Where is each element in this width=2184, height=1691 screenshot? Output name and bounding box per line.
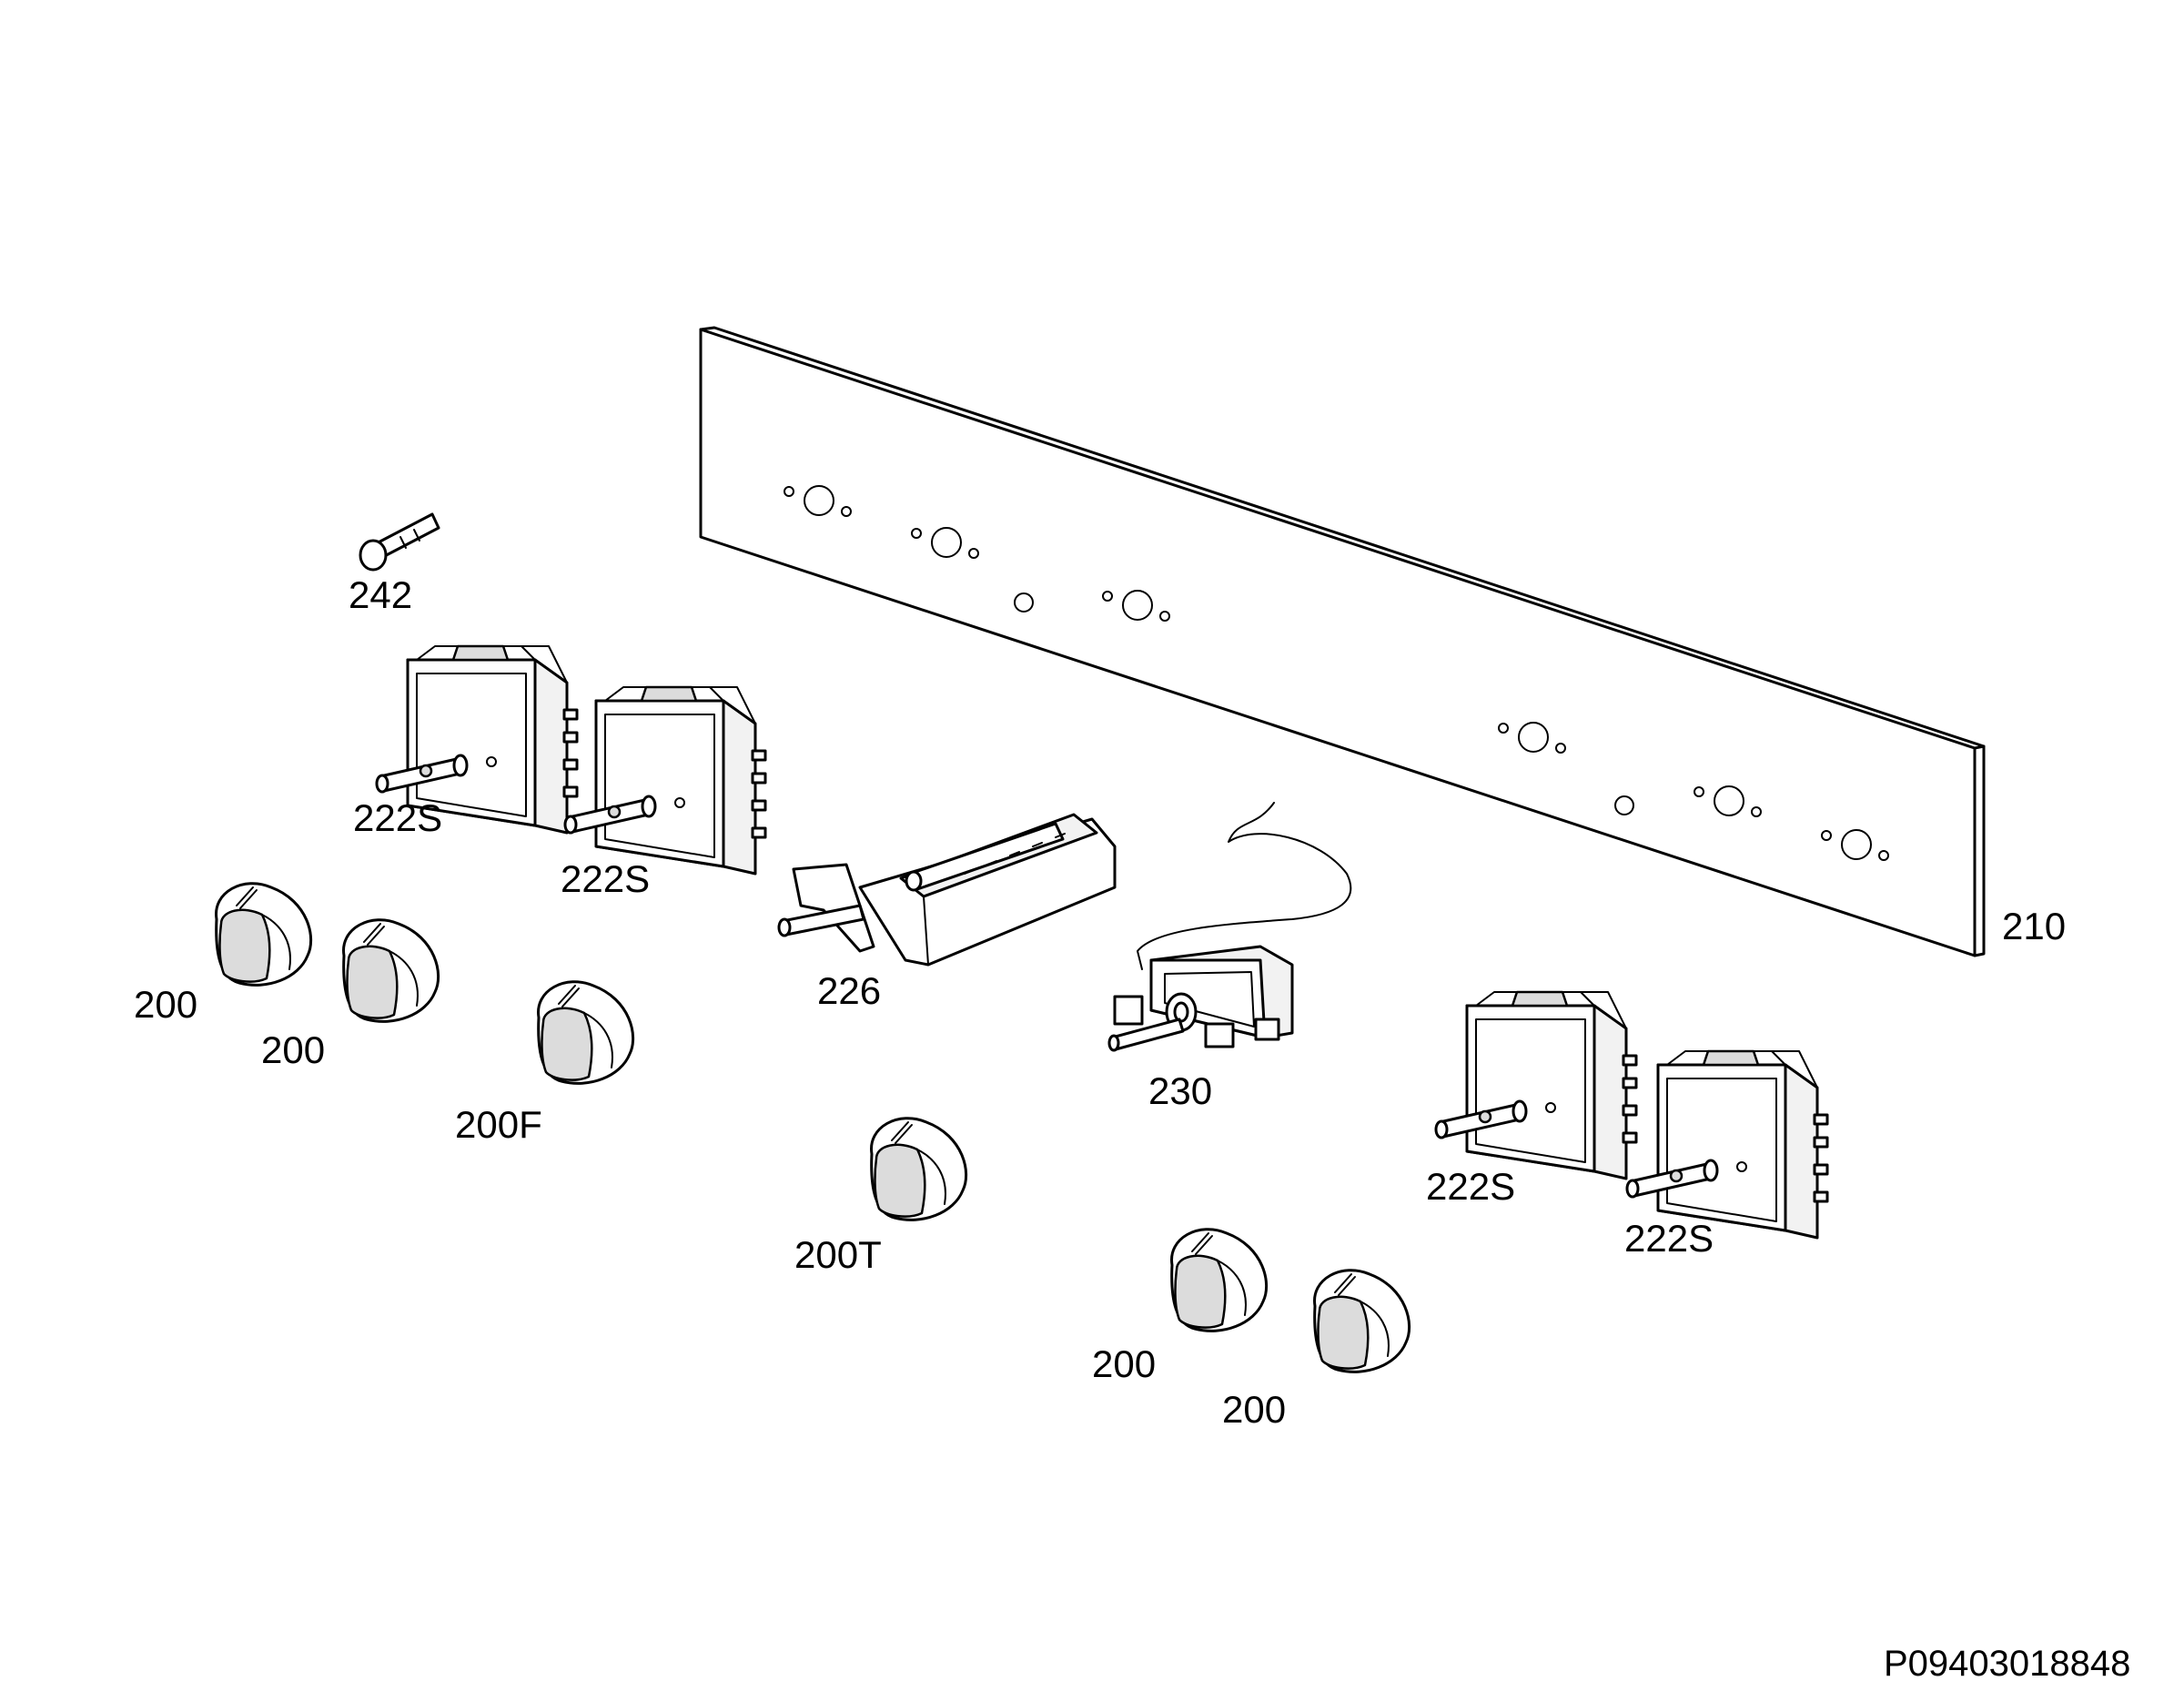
label-200-4: 200 — [1222, 1388, 1287, 1431]
rotary-switch-4 — [1625, 1049, 1829, 1240]
label-222s-2: 222S — [561, 857, 651, 900]
knob-2 — [342, 918, 440, 1023]
thermostat — [777, 813, 1117, 967]
rotary-switch-2 — [563, 685, 767, 876]
label-200-3: 200 — [1092, 1342, 1157, 1385]
control-panel — [699, 326, 1986, 957]
label-210: 210 — [2002, 905, 2067, 947]
label-200-2: 200 — [261, 1028, 326, 1071]
knob-200t — [870, 1117, 968, 1221]
label-200f: 200F — [455, 1103, 542, 1146]
rotary-switch-3 — [1434, 990, 1638, 1180]
indicator-lamp — [359, 512, 440, 572]
label-242: 242 — [349, 573, 413, 616]
knob-1 — [215, 882, 313, 987]
knob-3 — [1170, 1228, 1269, 1332]
document-id: P09403018848 — [1884, 1644, 2131, 1684]
label-222s-1: 222S — [353, 796, 443, 839]
label-222s-3: 222S — [1426, 1165, 1516, 1208]
label-230: 230 — [1148, 1069, 1213, 1112]
label-200-1: 200 — [134, 983, 198, 1026]
label-226: 226 — [817, 969, 882, 1012]
knob-4 — [1313, 1269, 1411, 1373]
label-200t: 200T — [794, 1233, 882, 1276]
label-222s-4: 222S — [1624, 1217, 1714, 1260]
pilot-switch — [1107, 802, 1352, 1052]
knob-200f — [537, 980, 635, 1085]
